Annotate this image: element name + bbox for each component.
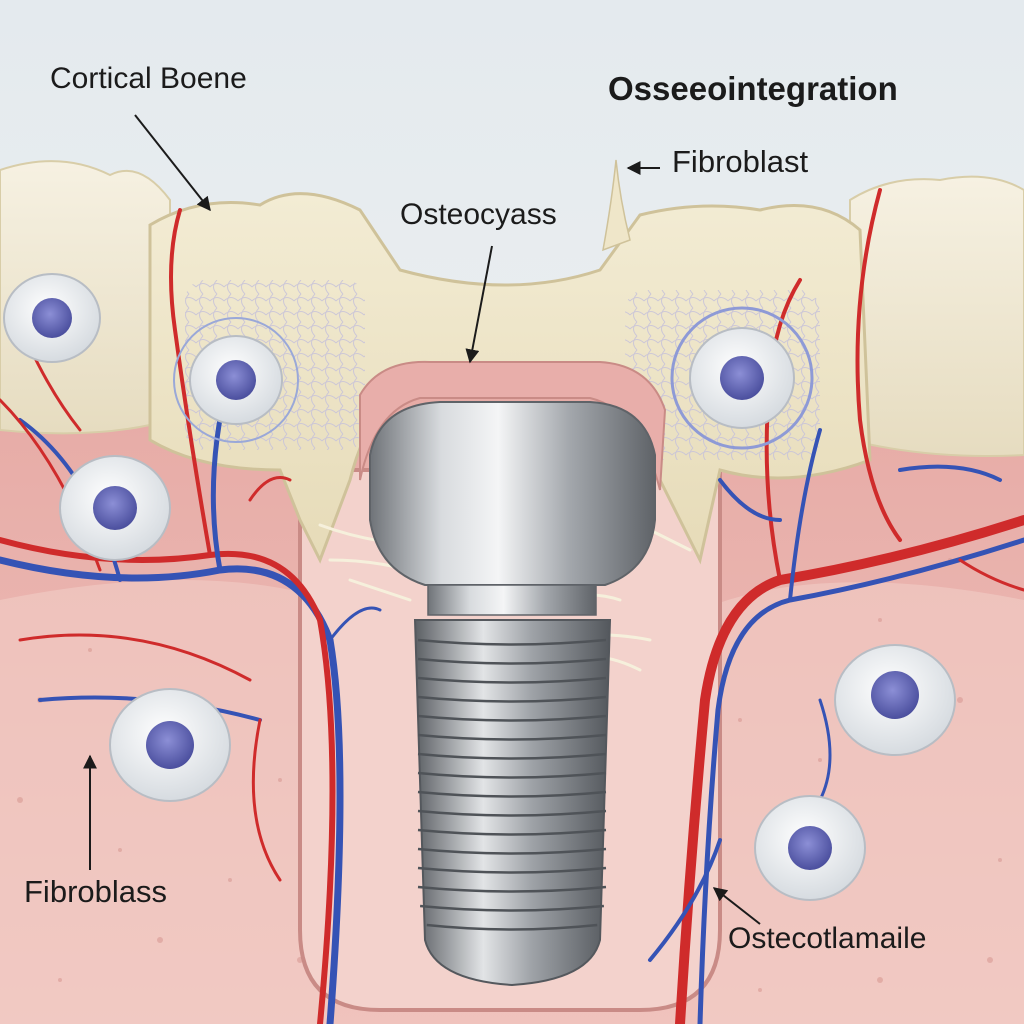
implant-thread-ridge: [417, 771, 607, 779]
label-osteocyass: Osteocyass: [400, 198, 557, 231]
implant-thread-ridge: [417, 885, 607, 893]
implant-screw: [413, 619, 612, 987]
bone-cell-right-lower: [754, 795, 866, 901]
bone-cell-upper-left: [3, 273, 101, 363]
implant-abutment: [369, 401, 656, 586]
bone-cell-right-upper: [834, 644, 956, 756]
implant-thread-ridge: [417, 676, 607, 684]
implant-thread-ridge: [417, 809, 607, 817]
implant-thread-ridge: [426, 923, 598, 931]
periosteum-layer: [359, 360, 667, 491]
implant-thread-ridge: [417, 695, 607, 703]
label-leader-lines: [83, 114, 761, 925]
implant-thread-ridge: [417, 638, 607, 646]
implant-threads: [417, 638, 607, 931]
gum-lower-layer: [0, 580, 1024, 1024]
implant-thread-ridge: [417, 733, 607, 741]
label-fibroblast: Fibroblast: [672, 144, 809, 179]
implant-thread-ridge: [417, 866, 607, 874]
implant-thread-ridge: [417, 657, 607, 665]
label-fibroblass: Fibroblass: [24, 874, 167, 909]
implant-thread-ridge: [417, 714, 607, 722]
bone-cell-left-in-bone: [173, 317, 299, 443]
gum-texture: [17, 558, 1002, 992]
leader-ostecotlamaile: [712, 887, 761, 925]
leader-osteocyass: [465, 245, 493, 364]
implant-thread-ridge: [417, 790, 607, 798]
bone-cell-right-in-bone: [670, 306, 814, 450]
implant-collar: [427, 584, 597, 616]
leader-cortical-bone: [134, 114, 211, 212]
implant-thread-ridge: [419, 904, 605, 912]
blood-vessels-right: [648, 188, 1024, 1024]
diagram-title: Osseeointegration: [608, 70, 898, 107]
label-ostecotlamaile: Ostecotlamaile: [728, 922, 927, 955]
label-cortical-bone: Cortical Boene: [50, 62, 247, 95]
bone-cell-left-lower: [109, 688, 231, 802]
implant-thread-ridge: [417, 847, 607, 855]
right-tooth: [849, 175, 1024, 457]
bone-cell-left-middle: [59, 455, 171, 561]
implant-thread-ridge: [417, 752, 607, 760]
implant-thread-ridge: [417, 828, 607, 836]
fibroblast-spike: [602, 159, 631, 252]
